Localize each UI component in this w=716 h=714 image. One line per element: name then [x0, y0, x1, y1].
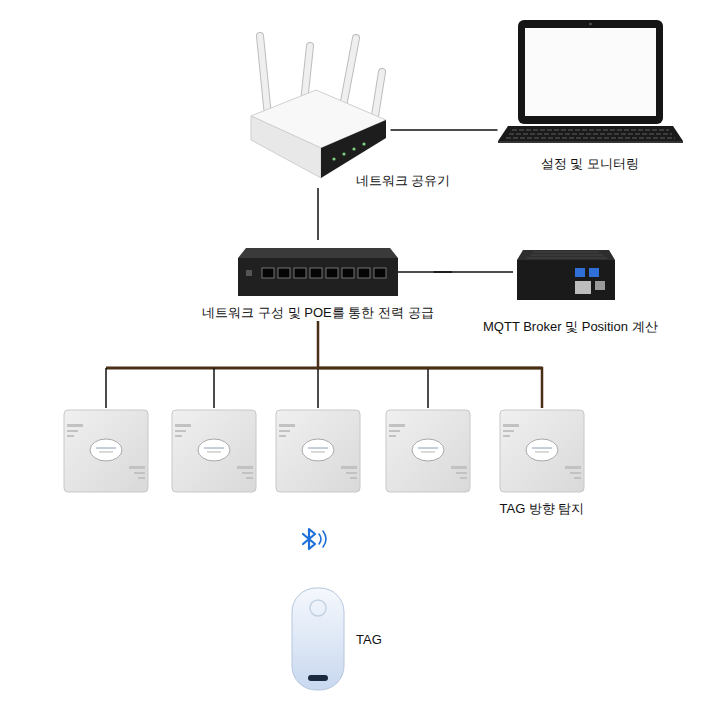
drop-cable — [105, 368, 107, 408]
laptop: 설정 및 모니터링 — [498, 18, 683, 172]
anchor-device — [386, 410, 470, 492]
device-label: TAG — [356, 631, 382, 648]
tag-device-picture — [288, 584, 348, 694]
router: 네트워크 공유기 — [246, 28, 391, 188]
tag-device: TAG — [288, 584, 382, 694]
network-cable — [317, 188, 319, 240]
broker-computer: MQTT Broker 및 Position 계산 — [513, 246, 615, 302]
anchor-device-picture — [500, 410, 584, 492]
router-picture — [246, 28, 391, 188]
anchor-device — [172, 410, 256, 492]
network-cable — [391, 129, 498, 131]
broker-computer-picture — [517, 250, 615, 300]
illustration-part — [319, 534, 321, 544]
laptop-picture — [498, 18, 683, 143]
network-cable — [434, 271, 513, 273]
poe-switch-picture — [238, 240, 398, 300]
anchor-device — [276, 410, 360, 492]
network-cable — [318, 321, 542, 408]
anchor-device-picture — [498, 408, 586, 494]
anchor-device — [64, 410, 148, 492]
drop-cable — [317, 368, 319, 408]
drop-cable — [213, 368, 215, 408]
router-picture — [251, 36, 386, 178]
drop-cable — [427, 368, 429, 408]
device-label: MQTT Broker 및 Position 계산 — [483, 318, 658, 335]
broker-computer-picture — [513, 246, 615, 302]
device-label: TAG 방향 탐지 — [500, 500, 585, 517]
poe-switch: 네트워크 구성 및 POE를 통한 전력 공급 — [202, 240, 433, 321]
device-label: 네트워크 구성 및 POE를 통한 전력 공급 — [202, 304, 433, 321]
illustration-part — [323, 531, 326, 547]
illustration-part — [303, 529, 315, 549]
device-label: 네트워크 공유기 — [356, 172, 451, 189]
poe-switch-picture — [238, 248, 398, 296]
anchor-device: TAG 방향 탐지 — [498, 408, 586, 517]
device-label: 설정 및 모니터링 — [541, 155, 639, 172]
tag-device-picture — [292, 588, 344, 690]
bluetooth-symbol — [303, 529, 326, 549]
laptop-picture — [498, 20, 683, 143]
